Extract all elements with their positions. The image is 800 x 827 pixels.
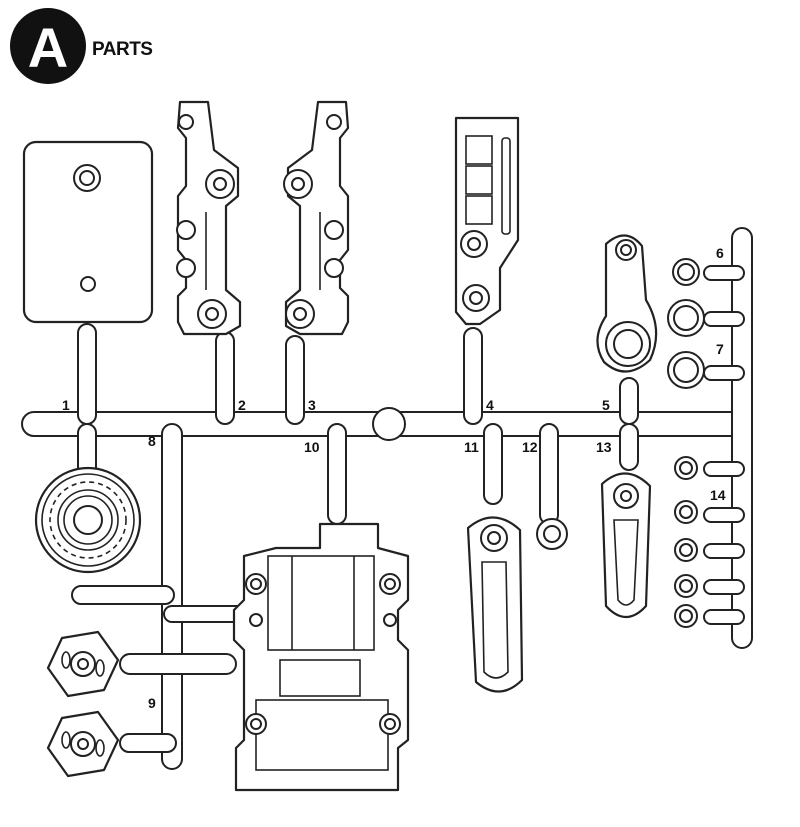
- part-14-washers: [674, 456, 698, 628]
- gate-13: [619, 423, 639, 471]
- branch-8: [71, 585, 175, 605]
- gate-2: [215, 331, 235, 425]
- gate-6b: [703, 311, 745, 327]
- part-9-hex-hubs: [46, 630, 120, 778]
- label-7: 7: [716, 341, 724, 357]
- gate-3: [285, 335, 305, 425]
- label-1: 1: [62, 397, 70, 413]
- part-7-washer: [667, 351, 705, 389]
- label-12: 12: [522, 439, 538, 455]
- label-8: 8: [148, 433, 156, 449]
- part-13-arm: [600, 472, 652, 619]
- badge-letter: A: [28, 16, 68, 79]
- part-11-link: [466, 516, 524, 693]
- part-6-washers: [667, 258, 705, 337]
- gate-1: [77, 323, 97, 425]
- gate-7: [703, 365, 745, 381]
- gate-12: [539, 423, 559, 525]
- gate-11: [483, 423, 503, 505]
- part-8-gear: [34, 466, 142, 574]
- gate-6a: [703, 265, 745, 281]
- sprue-node: [372, 407, 406, 441]
- part-2-bracket: [176, 100, 242, 336]
- part-4-arm: [454, 116, 520, 326]
- gate-14b: [703, 507, 745, 523]
- label-13: 13: [596, 439, 612, 455]
- header: A PARTS: [10, 8, 153, 84]
- label-3: 3: [308, 397, 316, 413]
- label-14: 14: [710, 487, 726, 503]
- part-5-steering-arm: [596, 234, 658, 373]
- label-4: 4: [486, 397, 494, 413]
- part-10-housing: [232, 522, 410, 792]
- branch-9-bottom: [119, 733, 177, 753]
- page-title: PARTS: [92, 39, 152, 60]
- label-9: 9: [148, 695, 156, 711]
- gate-4: [463, 327, 483, 425]
- gate-5: [619, 377, 639, 425]
- label-5: 5: [602, 397, 610, 413]
- label-10: 10: [304, 439, 320, 455]
- branch-9-top: [119, 653, 237, 675]
- gate-10: [327, 423, 347, 525]
- part-labels: 1 2 3 4 5 6 7 8 9 10 11 12 13 14: [62, 245, 726, 711]
- part-3-bracket: [283, 100, 350, 336]
- gate-14e: [703, 609, 745, 625]
- label-6: 6: [716, 245, 724, 261]
- sprue-runners: [21, 227, 753, 770]
- label-11: 11: [464, 439, 479, 455]
- part-1-plate: [22, 140, 154, 324]
- letter-badge: [10, 8, 86, 84]
- label-2: 2: [238, 397, 246, 413]
- part-12-washer: [536, 518, 568, 550]
- gate-14d: [703, 579, 745, 595]
- gate-14c: [703, 543, 745, 559]
- gate-14a: [703, 461, 745, 477]
